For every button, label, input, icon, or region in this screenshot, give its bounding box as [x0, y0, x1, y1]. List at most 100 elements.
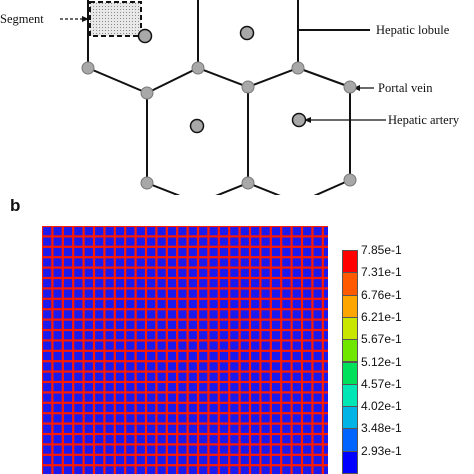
- grid-cell: [157, 268, 166, 277]
- grid-cell: [115, 351, 125, 361]
- grid-cell: [251, 466, 260, 474]
- grid-cell: [323, 445, 328, 454]
- grid-cell: [43, 455, 52, 465]
- grid-cell: [230, 320, 239, 329]
- grid-cell: [251, 362, 260, 371]
- grid-cell: [84, 445, 93, 454]
- grid-cell: [303, 455, 312, 465]
- grid-cell: [74, 424, 83, 433]
- grid-cell: [126, 289, 135, 298]
- grid-cell: [251, 424, 260, 433]
- grid-cell: [188, 435, 197, 444]
- grid-cell: [313, 331, 322, 340]
- grid-cell: [178, 351, 187, 361]
- grid-cell: [292, 299, 301, 309]
- grid-cell: [95, 455, 104, 465]
- grid-cell: [240, 320, 249, 329]
- grid-cell: [178, 227, 187, 236]
- grid-cell: [147, 351, 156, 361]
- grid-cell: [303, 258, 312, 267]
- grid-cell: [147, 455, 156, 465]
- grid-cell: [136, 455, 145, 465]
- grid-cell: [84, 279, 93, 288]
- grid-cell: [63, 227, 73, 236]
- grid-cell: [292, 424, 301, 433]
- grid-cell: [167, 424, 177, 433]
- colorbar: [342, 250, 358, 474]
- grid-cell: [188, 268, 197, 277]
- grid-cell: [219, 289, 229, 298]
- grid-cell: [271, 320, 281, 329]
- grid-cell: [271, 403, 281, 413]
- grid-cell: [126, 393, 135, 402]
- grid-cell: [105, 320, 114, 329]
- grid-cell: [178, 237, 187, 246]
- grid-cell: [271, 289, 281, 298]
- grid-cell: [292, 268, 301, 277]
- grid-cell: [209, 227, 218, 236]
- grid-cell: [167, 466, 177, 474]
- grid-cell: [199, 268, 208, 277]
- grid-cell: [251, 310, 260, 319]
- grid-cell: [178, 414, 187, 423]
- grid-cell: [323, 289, 328, 298]
- grid-cell: [209, 320, 218, 329]
- grid-cell: [178, 268, 187, 277]
- grid-cell: [105, 414, 114, 423]
- grid-cell: [167, 455, 177, 465]
- grid-cell: [74, 341, 83, 350]
- grid-cell: [126, 237, 135, 246]
- grid-cell: [188, 258, 197, 267]
- grid-cell: [126, 299, 135, 309]
- grid-cell: [292, 237, 301, 246]
- grid-cell: [209, 351, 218, 361]
- grid-cell: [303, 331, 312, 340]
- grid-cell: [95, 279, 104, 288]
- grid-cell: [74, 237, 83, 246]
- grid-cell: [313, 258, 322, 267]
- grid-cell: [63, 237, 73, 246]
- grid-cell: [303, 383, 312, 392]
- grid-cell: [43, 424, 52, 433]
- grid-cell: [303, 466, 312, 474]
- colorbar-swatch: [342, 294, 358, 318]
- grid-cell: [74, 268, 83, 277]
- colorbar-tick-label: 7.31e-1: [361, 265, 402, 280]
- grid-cell: [126, 268, 135, 277]
- grid-cell: [63, 320, 73, 329]
- grid-cell: [230, 247, 239, 257]
- grid-cell: [178, 362, 187, 371]
- grid-cell: [126, 403, 135, 413]
- grid-cell: [240, 289, 249, 298]
- grid-cell: [63, 258, 73, 267]
- grid-cell: [95, 414, 104, 423]
- grid-cell: [271, 247, 281, 257]
- grid-cell: [188, 247, 197, 257]
- grid-cell: [147, 435, 156, 444]
- grid-cell: [136, 310, 145, 319]
- grid-cell: [219, 393, 229, 402]
- grid-cell: [95, 247, 104, 257]
- grid-cell: [136, 435, 145, 444]
- grid-cell: [261, 445, 270, 454]
- grid-cell: [240, 351, 249, 361]
- grid-cell: [282, 372, 291, 381]
- grid-cell: [74, 320, 83, 329]
- grid-cell: [323, 227, 328, 236]
- colorbar-tick-label: 2.93e-1: [361, 443, 402, 458]
- grid-cell: [209, 299, 218, 309]
- grid-cell: [105, 227, 114, 236]
- grid-cell: [188, 227, 197, 236]
- grid-cell: [53, 383, 62, 392]
- grid-cell: [157, 403, 166, 413]
- grid-cell: [313, 372, 322, 381]
- grid-cell: [74, 466, 83, 474]
- grid-cell: [219, 247, 229, 257]
- grid-cell: [230, 310, 239, 319]
- grid-cell: [303, 372, 312, 381]
- grid-cell: [84, 362, 93, 371]
- grid-cell: [43, 289, 52, 298]
- grid-cell: [323, 310, 328, 319]
- grid-cell: [323, 383, 328, 392]
- grid-cell: [271, 341, 281, 350]
